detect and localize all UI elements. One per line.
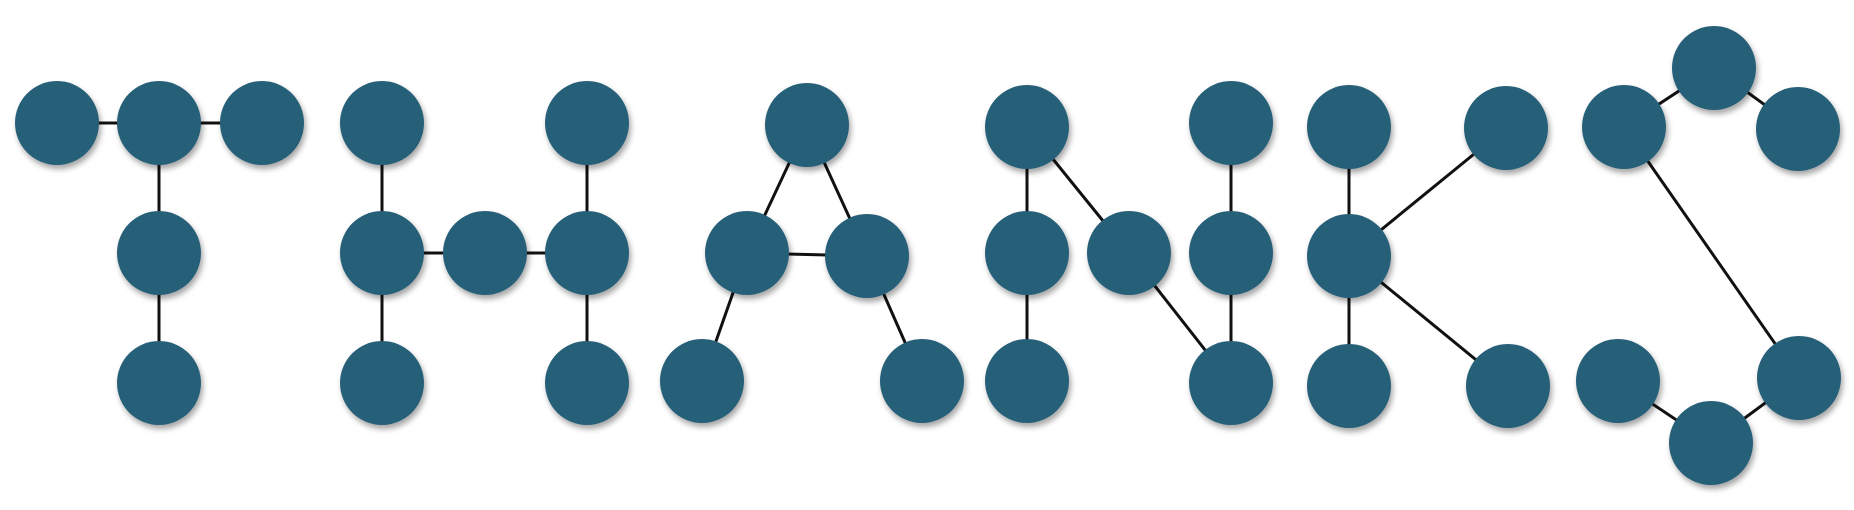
letter-a-node — [880, 339, 964, 423]
letter-s-node — [1757, 336, 1841, 420]
letter-n-node — [1189, 211, 1273, 295]
letter-t-node — [117, 341, 201, 425]
letter-h-node — [340, 341, 424, 425]
letter-n-node — [985, 339, 1069, 423]
letter-a-node — [660, 339, 744, 423]
letter-h-node — [545, 211, 629, 295]
letter-s-node — [1669, 401, 1753, 485]
letter-k-node — [1307, 85, 1391, 169]
letter-a-node — [705, 211, 789, 295]
letter-t-node — [117, 81, 201, 165]
letter-n-node — [985, 211, 1069, 295]
letter-t-node — [220, 81, 304, 165]
letter-t-node — [15, 81, 99, 165]
letter-s-edge — [1622, 125, 1801, 380]
letter-k-node — [1466, 344, 1550, 428]
letter-h-node — [340, 211, 424, 295]
letter-k-node — [1307, 344, 1391, 428]
letter-h-node — [443, 211, 527, 295]
letter-n-node — [1189, 81, 1273, 165]
letter-h-node — [545, 81, 629, 165]
letter-n-node — [1087, 211, 1171, 295]
letter-s-node — [1582, 85, 1666, 169]
letter-k-node — [1464, 86, 1548, 170]
letter-a-node — [765, 83, 849, 167]
letter-t-node — [117, 211, 201, 295]
letter-s-node — [1672, 26, 1756, 110]
letter-h-node — [340, 81, 424, 165]
letter-k-node — [1307, 214, 1391, 298]
letter-s-node — [1756, 87, 1840, 171]
letter-n-node — [985, 85, 1069, 169]
letter-a-node — [825, 214, 909, 298]
letter-s-node — [1576, 339, 1660, 423]
letter-n-node — [1189, 341, 1273, 425]
letter-h-node — [545, 341, 629, 425]
nodes-layer — [15, 26, 1841, 485]
